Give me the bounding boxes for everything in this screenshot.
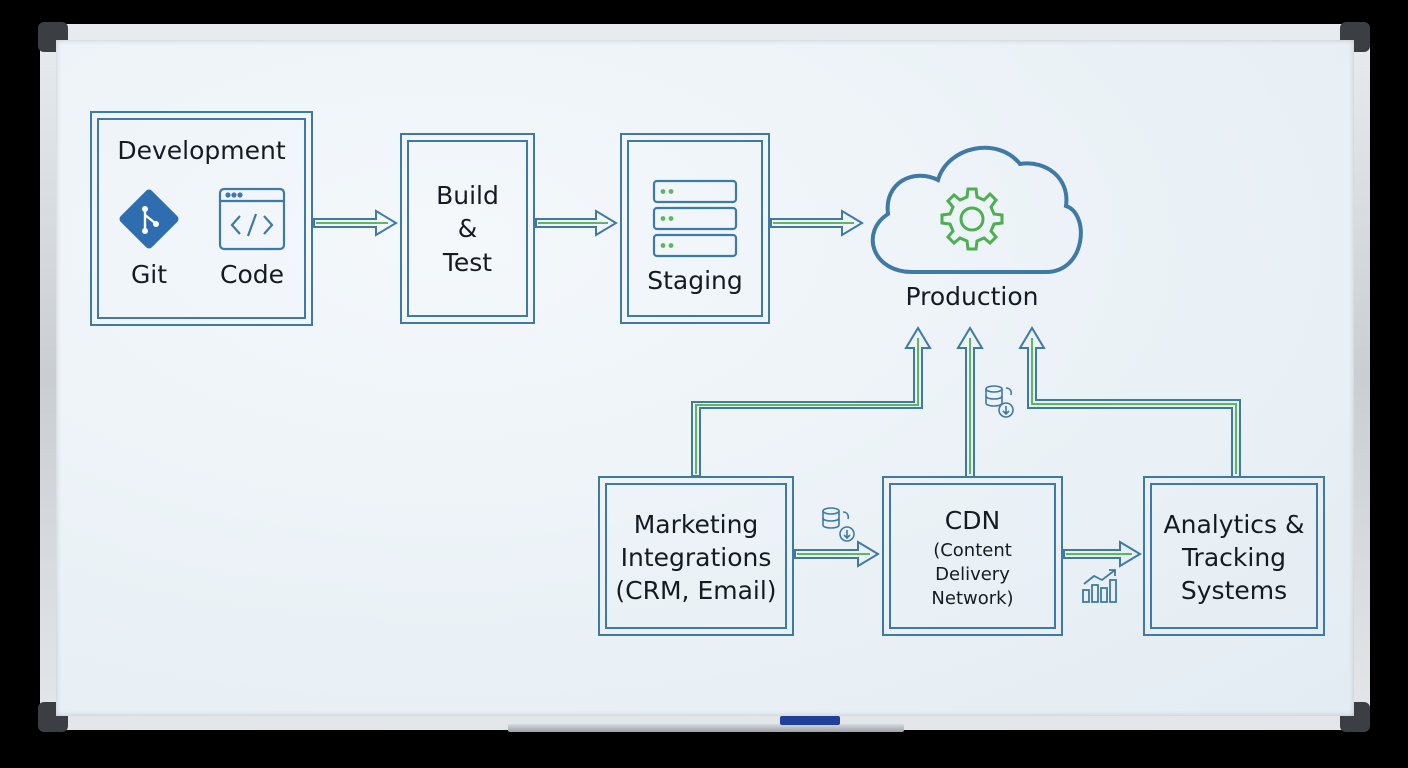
test-label: Test (442, 248, 493, 277)
cdn-line-2: Delivery (935, 564, 1010, 585)
marketing-line-1: Marketing (633, 510, 759, 539)
code-label: Code (219, 260, 284, 289)
cdn-box (882, 476, 1063, 636)
marketing-line-2: Integrations (620, 543, 772, 572)
git-label: Git (130, 260, 168, 289)
arrow-cdn-to-production (956, 326, 984, 476)
whiteboard-surface (56, 40, 1354, 716)
build-label: Build (436, 181, 499, 210)
staging-label: Staging (647, 266, 743, 295)
analytics-box (1143, 476, 1325, 636)
marketing-line-3: (CRM, Email) (615, 576, 777, 605)
arrow-build-to-staging (535, 209, 618, 237)
code-window-icon (218, 187, 286, 251)
database-sync-icon (822, 507, 855, 542)
development-box (90, 111, 313, 326)
analytics-line-3: Systems (1180, 576, 1288, 605)
marker-tray (508, 724, 904, 732)
development-title: Development (117, 136, 286, 165)
git-icon (119, 189, 179, 249)
arrow-analytics-to-production (1018, 326, 1241, 476)
marker (780, 716, 840, 725)
arrow-dev-to-build (313, 209, 398, 237)
database-sync-icon (985, 385, 1014, 418)
ampersand-label: & (457, 214, 478, 243)
arrow-marketing-to-production (691, 326, 932, 477)
cdn-title: CDN (944, 506, 1001, 535)
staging-box (620, 133, 770, 324)
analytics-line-1: Analytics & (1163, 510, 1305, 539)
cloud-gear-icon (870, 145, 1083, 274)
production-label: Production (905, 282, 1039, 311)
cdn-line-1: (Content (933, 540, 1012, 561)
arrow-marketing-to-cdn (794, 540, 880, 568)
cdn-line-3: Network) (931, 588, 1014, 609)
build-test-box (400, 133, 535, 324)
bar-chart-trend-icon (1082, 569, 1117, 603)
server-stack-icon (652, 179, 738, 258)
analytics-line-2: Tracking (1181, 543, 1287, 572)
arrow-cdn-to-analytics (1063, 540, 1142, 568)
arrow-staging-to-production (770, 209, 864, 237)
